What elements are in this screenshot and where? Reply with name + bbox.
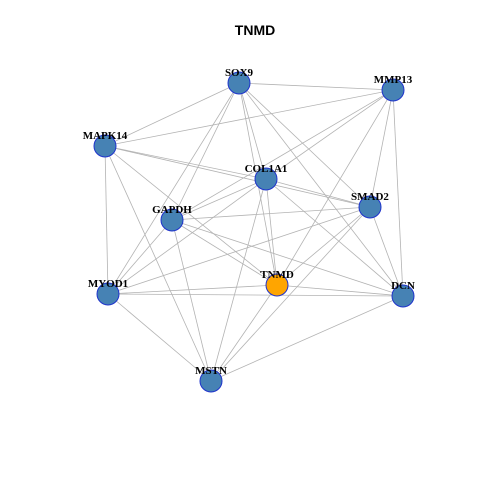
edge-mmp13-gapdh [171,89,394,221]
edge-myod1-dcn [107,293,404,297]
edge-mapk14-mstn [104,145,212,382]
edge-smad2-dcn [369,206,404,297]
edge-sox9-col1a1 [238,82,267,180]
edge-tnmd-myod1 [107,284,278,295]
edge-sox9-smad2 [238,82,371,208]
node-label-col1a1: COL1A1 [245,163,288,175]
node-dcn[interactable] [391,284,415,308]
node-sox9[interactable] [227,71,251,95]
node-myod1[interactable] [96,282,120,306]
node-label-sox9: SOX9 [225,67,254,79]
node-label-mmp13: MMP13 [374,74,413,86]
node-mapk14[interactable] [93,134,117,158]
node-label-dcn: DCN [391,280,415,292]
edge-sox9-mmp13 [238,82,394,91]
edge-mmp13-dcn [392,89,404,297]
edge-myod1-mstn [107,293,212,382]
node-label-gapdh: GAPDH [152,204,192,216]
node-tnmd[interactable] [265,273,289,297]
edge-gapdh-dcn [171,219,404,297]
edge-col1a1-smad2 [265,178,371,208]
node-label-tnmd: TNMD [260,269,294,281]
edge-mapk14-tnmd [104,145,278,286]
edge-col1a1-mstn [210,178,267,382]
edge-gapdh-myod1 [107,219,173,295]
edge-layer [104,82,404,382]
edge-col1a1-tnmd [265,178,278,286]
edge-smad2-tnmd [276,206,371,286]
edge-mapk14-smad2 [104,145,371,208]
edge-mmp13-tnmd [276,89,394,286]
edge-mmp13-col1a1 [265,89,394,180]
node-layer [93,71,415,393]
edge-tnmd-mstn [210,284,278,382]
edge-smad2-gapdh [171,206,371,221]
diagram-title: TNMD [235,22,275,38]
node-mmp13[interactable] [381,78,405,102]
edge-sox9-gapdh [171,82,240,221]
node-label-myod1: MYOD1 [88,278,128,290]
edge-smad2-myod1 [107,206,371,295]
edge-col1a1-gapdh [171,178,267,221]
node-col1a1[interactable] [254,167,278,191]
edge-mmp13-mapk14 [104,89,394,147]
node-smad2[interactable] [358,195,382,219]
edge-mapk14-myod1 [104,145,109,295]
node-label-mapk14: MAPK14 [83,130,128,142]
edge-mapk14-col1a1 [104,145,267,180]
edge-dcn-mstn [210,295,404,382]
edge-gapdh-tnmd [171,219,278,286]
node-label-mstn: MSTN [195,365,227,377]
edge-gapdh-mstn [171,219,212,382]
edge-sox9-dcn [238,82,404,297]
edge-mmp13-smad2 [369,89,394,208]
edge-smad2-mstn [210,206,371,382]
edge-col1a1-myod1 [107,178,267,295]
node-label-smad2: SMAD2 [351,191,389,203]
node-mstn[interactable] [199,369,223,393]
node-gapdh[interactable] [160,208,184,232]
edge-col1a1-dcn [265,178,404,297]
edge-tnmd-dcn [276,284,404,297]
edge-sox9-mapk14 [104,82,240,147]
edge-sox9-myod1 [107,82,240,295]
